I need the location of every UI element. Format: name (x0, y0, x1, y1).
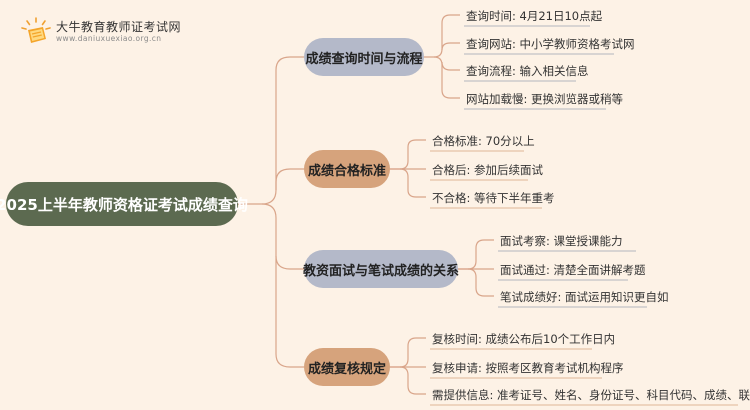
leaf-node: 查询网站: 中小学教师资格考试网 (466, 37, 635, 51)
leaf-node: 查询时间: 4月21日10点起 (466, 9, 603, 23)
leaf-node: 需提供信息: 准考证号、姓名、身份证号、科目代码、成绩、联系电话 (432, 388, 750, 402)
leaf-node: 面试通过: 清楚全面讲解考题 (500, 263, 646, 277)
logo-icon (21, 17, 51, 43)
site-url: www.daniuxuexiao.org.cn (56, 34, 162, 43)
leaf-node: 合格标准: 70分以上 (432, 134, 535, 148)
branch-node-relation: 教资面试与笔试成绩的关系 (303, 250, 459, 288)
leaf-node: 笔试成绩好: 面试运用知识更自如 (500, 290, 669, 304)
leaf-node: 复核申请: 按照考区教育考试机构程序 (432, 361, 624, 375)
leaf-node: 面试考察: 课堂授课能力 (500, 234, 623, 248)
leaf-node: 网站加载慢: 更换浏览器或稍等 (466, 92, 624, 106)
leaf-node: 不合格: 等待下半年重考 (432, 191, 555, 205)
branch-node-standard: 成绩合格标准 (304, 150, 390, 188)
branch-node-query: 成绩查询时间与流程 (304, 38, 424, 76)
root-node: 2025上半年教师资格证考试成绩查询 (0, 182, 248, 226)
branch-node-review: 成绩复核规定 (304, 348, 390, 386)
site-name: 大牛教育教师证考试网 (56, 20, 182, 34)
leaf-node: 合格后: 参加后续面试 (432, 163, 544, 177)
leaf-node: 复核时间: 成绩公布后10个工作日内 (432, 332, 616, 346)
leaf-node: 查询流程: 输入相关信息 (466, 64, 589, 78)
